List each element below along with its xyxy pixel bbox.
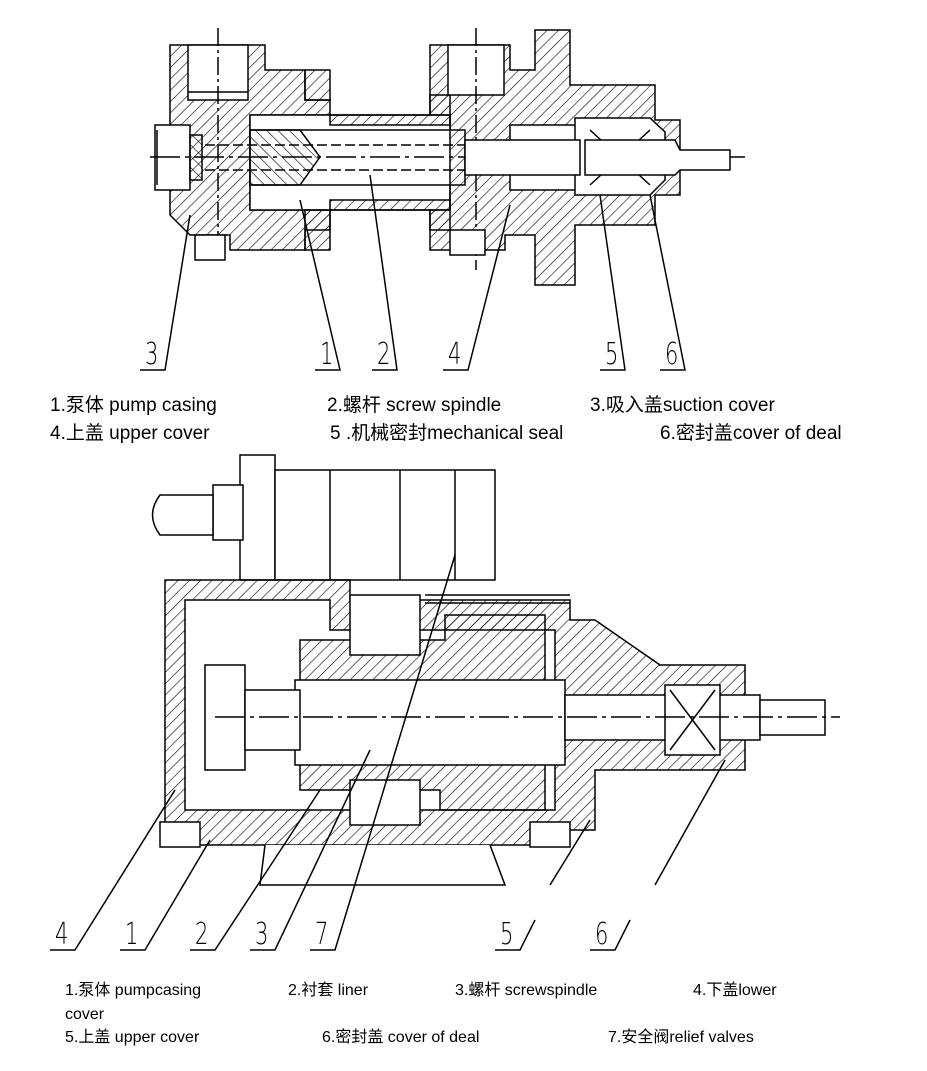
legend1-item-1: 1.泵体 pump casing: [50, 395, 217, 416]
legend1-item-2: 2.螺杆 screw spindle: [327, 395, 502, 416]
legend2-item-1: 1.泵体 pumpcasing: [65, 982, 202, 999]
legend2-item-3: 3.螺杆 screwspindle: [455, 982, 598, 999]
callout-1: 1: [320, 337, 334, 372]
legend2-item-4-cont: cover: [65, 1006, 105, 1023]
callout-5: 5: [605, 337, 619, 372]
callout-b5: 5: [500, 917, 514, 952]
callout-b4: 4: [55, 917, 69, 952]
callout-6: 6: [665, 337, 679, 372]
legend1-item-3: 3.吸入盖suction cover: [590, 395, 775, 416]
legend2-item-4: 4.下盖lower: [693, 982, 777, 999]
callout-b1: 1: [125, 917, 139, 952]
callout-2: 2: [377, 337, 391, 372]
callout-4: 4: [448, 337, 462, 372]
bottom-section-drawing: [50, 454, 840, 951]
callout-b3: 3: [255, 917, 269, 952]
legend1-item-6: 6.密封盖cover of deal: [660, 423, 842, 444]
legend1-item-4: 4.上盖 upper cover: [50, 423, 210, 444]
legend2-item-7: 7.安全阀relief valves: [608, 1029, 754, 1046]
callout-b6: 6: [595, 917, 609, 952]
legend2-item-2: 2.衬套 liner: [288, 982, 369, 999]
top-section-drawing: [140, 28, 745, 371]
callout-3: 3: [145, 337, 159, 372]
callout-b2: 2: [195, 917, 209, 952]
legend1-item-5: 5 .机械密封mechanical seal: [330, 423, 564, 444]
legend2-item-5: 5.上盖 upper cover: [65, 1029, 200, 1046]
legend2-item-6: 6.密封盖 cover of deal: [322, 1029, 480, 1046]
callout-b7: 7: [315, 917, 329, 952]
